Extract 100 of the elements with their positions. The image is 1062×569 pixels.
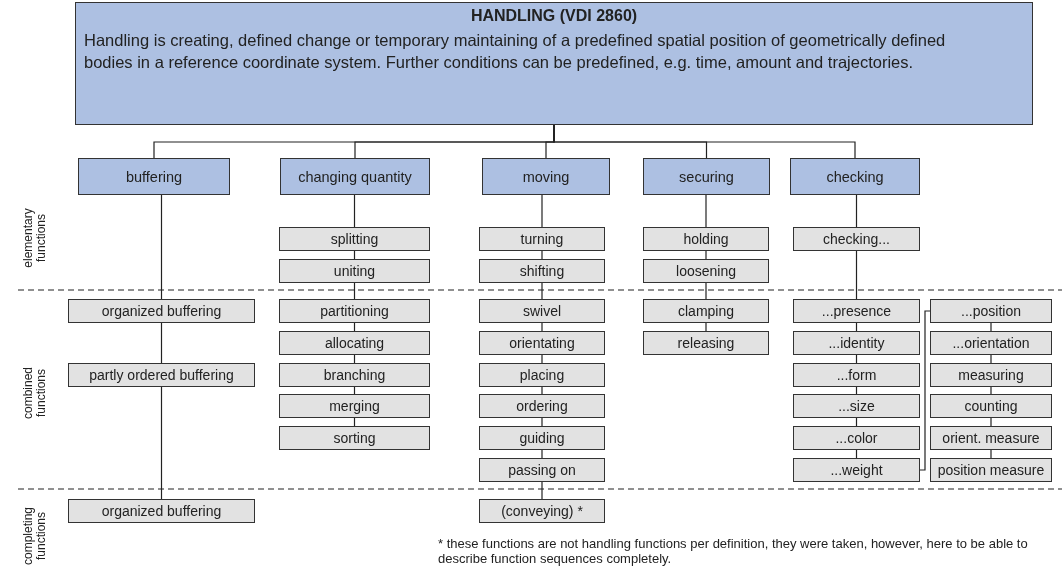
function-box [279, 299, 430, 323]
function-box [279, 227, 430, 251]
connector-line [855, 386, 858, 395]
box-label: checking [826, 168, 884, 185]
connector-line [541, 386, 543, 395]
box-label: holding [683, 231, 729, 247]
box-label: ...orientation [952, 335, 1030, 351]
function-box [479, 227, 605, 251]
connector-line [855, 250, 858, 300]
row-label: completing functions [22, 506, 48, 567]
connector-line [541, 449, 543, 459]
connector-line [353, 194, 356, 228]
connector-line [990, 449, 992, 459]
heading: HANDLING (VDI 2860) [469, 7, 639, 25]
box-label: placing [519, 367, 565, 383]
box-label: organized buffering [101, 503, 222, 519]
connector-line [160, 194, 163, 300]
function-box [930, 426, 1052, 450]
box-label: orientating [509, 335, 575, 351]
box-label: passing on [508, 462, 576, 478]
function-box [279, 363, 430, 387]
connector-line [541, 481, 543, 500]
box-label: guiding [519, 430, 565, 446]
box-label: shifting [519, 263, 565, 279]
function-box [68, 363, 255, 387]
box-label: ...position [961, 303, 1021, 319]
box-label: partly ordered buffering [89, 367, 234, 383]
connector-line [553, 124, 856, 159]
function-box [279, 331, 430, 355]
category-box [790, 158, 920, 195]
row-label: combined functions [22, 366, 48, 421]
function-box [793, 394, 920, 418]
connector-line [541, 194, 543, 228]
function-box [479, 394, 605, 418]
function-box [930, 299, 1052, 323]
connector-line [353, 386, 356, 395]
box-label: allocating [324, 335, 385, 351]
box-label: partitioning [320, 303, 389, 319]
function-box [479, 458, 605, 482]
function-box [479, 259, 605, 283]
box-label: ...form [836, 367, 877, 383]
connector-line [705, 322, 707, 332]
box-label: splitting [330, 231, 379, 247]
function-box [279, 259, 430, 283]
box-label: moving [522, 168, 570, 185]
box-label: (conveying) * [501, 503, 583, 519]
box-label: organized buffering [101, 303, 222, 319]
function-box [479, 499, 605, 523]
function-box [643, 299, 769, 323]
function-box [479, 331, 605, 355]
function-box [793, 299, 920, 323]
function-box [643, 227, 769, 251]
function-box [930, 331, 1052, 355]
box-label: ...presence [821, 303, 892, 319]
function-box [930, 394, 1052, 418]
box-label: ...color [835, 430, 878, 446]
function-box [68, 299, 255, 323]
connector-line [541, 250, 543, 260]
function-box [793, 331, 920, 355]
function-box [793, 426, 920, 450]
box-label: sorting [333, 430, 376, 446]
connector-line [855, 194, 858, 228]
category-box [280, 158, 430, 195]
category-box [78, 158, 230, 195]
box-label: measuring [958, 367, 1024, 383]
connector-line [990, 354, 992, 364]
connector-line [541, 322, 543, 332]
function-box [793, 227, 920, 251]
box-label: turning [520, 231, 564, 247]
box-label: securing [679, 168, 734, 185]
function-box [793, 458, 920, 482]
box-label: clamping [678, 303, 734, 319]
connector-line [990, 322, 992, 332]
function-box [479, 363, 605, 387]
box-label: branching [323, 367, 386, 383]
box-label: changing quantity [298, 168, 412, 185]
function-box [930, 363, 1052, 387]
function-box [930, 458, 1052, 482]
connector-line [541, 282, 543, 300]
definition-box [75, 2, 1033, 125]
connector-line [541, 417, 543, 427]
function-box [643, 331, 769, 355]
category-box [482, 158, 610, 195]
connector-line [705, 250, 707, 260]
category-box [643, 158, 770, 195]
function-box [643, 259, 769, 283]
connector-line [705, 194, 707, 228]
function-box [479, 299, 605, 323]
box-label: position measure [937, 462, 1045, 478]
connector-line [541, 354, 543, 364]
box-label: buffering [125, 168, 183, 185]
function-box [279, 426, 430, 450]
definition-text: Handling is creating, defined change or temporary maintaining of a predefined spatial position of geometrically defined bodies in a reference coordinate system. Further conditions can be predefined, e.g. time, amount and trajectories. [84, 30, 947, 73]
box-label: swivel [522, 303, 562, 319]
box-label: uniting [333, 263, 376, 279]
box-label: ...size [838, 398, 875, 414]
connector-line [990, 417, 992, 427]
box-label: releasing [677, 335, 735, 351]
box-label: merging [329, 398, 380, 414]
function-box [479, 426, 605, 450]
